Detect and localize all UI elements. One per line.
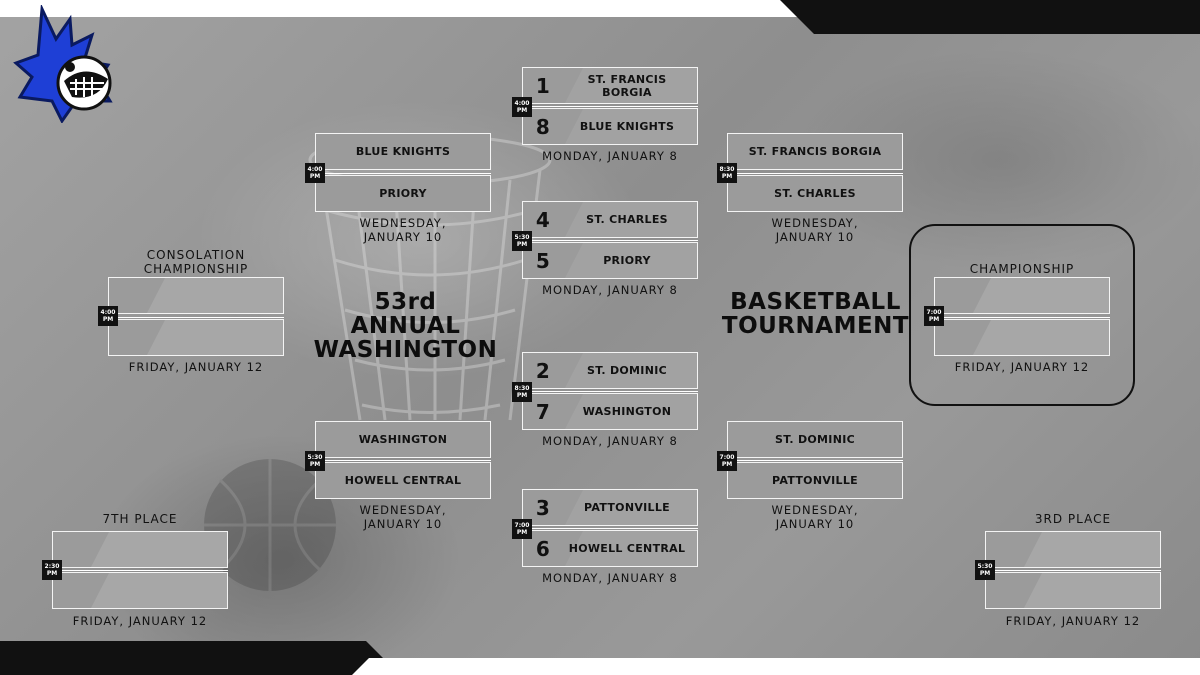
game-date: WEDNESDAY,JANUARY 10 <box>771 503 859 531</box>
third-place-label: 3RD PLACE <box>1034 512 1112 526</box>
top-white-bar <box>0 0 820 17</box>
team-name: PATTONVILLE <box>584 501 670 514</box>
game-date: FRIDAY, JANUARY 12 <box>1005 614 1141 628</box>
game-date: WEDNESDAY,JANUARY 10 <box>771 216 859 244</box>
team-name: WASHINGTON <box>582 405 672 418</box>
basketball-background-icon <box>204 459 336 591</box>
team-name: HOWELL CENTRAL <box>568 542 686 555</box>
team-name: ST. DOMINIC <box>587 364 667 377</box>
bottom-black-bar <box>0 641 400 675</box>
bracket-slot-championship-top <box>934 277 1110 314</box>
game-date: MONDAY, JANUARY 8 <box>542 571 678 585</box>
bracket-slot-semi2-top: ST. DOMINIC <box>727 421 903 458</box>
team-name: PRIORY <box>379 187 427 200</box>
bracket-slot-cons-semi1-bottom: PRIORY <box>315 175 491 212</box>
seed-number: 1 <box>535 73 551 98</box>
bracket-slot-third-top <box>985 531 1161 568</box>
bracket-slot-consolation-bottom <box>108 319 284 356</box>
top-black-bar <box>780 0 1200 34</box>
game-date: WEDNESDAY,JANUARY 10 <box>359 503 447 531</box>
game-date: MONDAY, JANUARY 8 <box>542 149 678 163</box>
bracket-slot-r1-g2-bottom: 5 PRIORY <box>522 242 698 279</box>
bracket-slot-semi1-top: ST. FRANCIS BORGIA <box>727 133 903 170</box>
team-name: PATTONVILLE <box>772 474 858 487</box>
team-name: ST. FRANCIS BORGIA <box>587 72 667 99</box>
bracket-slot-third-bottom <box>985 572 1161 609</box>
bracket-slot-cons-semi2-bottom: HOWELL CENTRAL <box>315 462 491 499</box>
bracket-slot-seventh-bottom <box>52 572 228 609</box>
game-date: MONDAY, JANUARY 8 <box>542 434 678 448</box>
game-date: FRIDAY, JANUARY 12 <box>128 360 264 374</box>
bracket-slot-r1-g4-bottom: 6 HOWELL CENTRAL <box>522 530 698 567</box>
bracket-slot-cons-semi1-top: BLUE KNIGHTS <box>315 133 491 170</box>
bracket-slot-r1-g1-bottom: 8 BLUE KNIGHTS <box>522 108 698 145</box>
bluejay-mascot-icon <box>13 5 113 123</box>
bracket-slot-r1-g3-top: 2 ST. DOMINIC <box>522 352 698 389</box>
team-name: ST. CHARLES <box>774 187 856 200</box>
championship-highlight-box <box>909 224 1135 406</box>
bracket-slot-cons-semi2-top: WASHINGTON <box>315 421 491 458</box>
seed-number: 5 <box>535 248 551 273</box>
bracket-slot-r1-g1-top: 1 ST. FRANCIS BORGIA <box>522 67 698 104</box>
team-name: ST. DOMINIC <box>775 433 855 446</box>
bracket-slot-semi1-bottom: ST. CHARLES <box>727 175 903 212</box>
team-name: PRIORY <box>603 254 651 267</box>
game-date: FRIDAY, JANUARY 12 <box>72 614 208 628</box>
team-name: HOWELL CENTRAL <box>344 474 462 487</box>
team-name: ST. CHARLES <box>586 213 668 226</box>
seed-number: 6 <box>535 536 551 561</box>
seed-number: 3 <box>535 495 551 520</box>
seed-number: 4 <box>535 207 551 232</box>
seed-number: 2 <box>535 358 551 383</box>
game-date: MONDAY, JANUARY 8 <box>542 283 678 297</box>
bracket-slot-seventh-top <box>52 531 228 568</box>
seed-number: 8 <box>535 114 551 139</box>
bracket-slot-r1-g2-top: 4 ST. CHARLES <box>522 201 698 238</box>
team-name: WASHINGTON <box>358 433 448 446</box>
seventh-place-label: 7TH PLACE <box>102 512 178 526</box>
team-name: BLUE KNIGHTS <box>579 120 675 133</box>
championship-label: CHAMPIONSHIP <box>969 262 1075 276</box>
game-date: FRIDAY, JANUARY 12 <box>954 360 1090 374</box>
team-name: BLUE KNIGHTS <box>355 145 451 158</box>
seed-number: 7 <box>535 399 551 424</box>
game-date: WEDNESDAY,JANUARY 10 <box>359 216 447 244</box>
team-name: ST. FRANCIS BORGIA <box>748 145 882 158</box>
bracket-slot-semi2-bottom: PATTONVILLE <box>727 462 903 499</box>
bottom-white-bar <box>352 658 1200 675</box>
bracket-slot-r1-g3-bottom: 7 WASHINGTON <box>522 393 698 430</box>
bracket-slot-championship-bottom <box>934 319 1110 356</box>
bracket-slot-consolation-top <box>108 277 284 314</box>
bracket-slot-r1-g4-top: 3 PATTONVILLE <box>522 489 698 526</box>
